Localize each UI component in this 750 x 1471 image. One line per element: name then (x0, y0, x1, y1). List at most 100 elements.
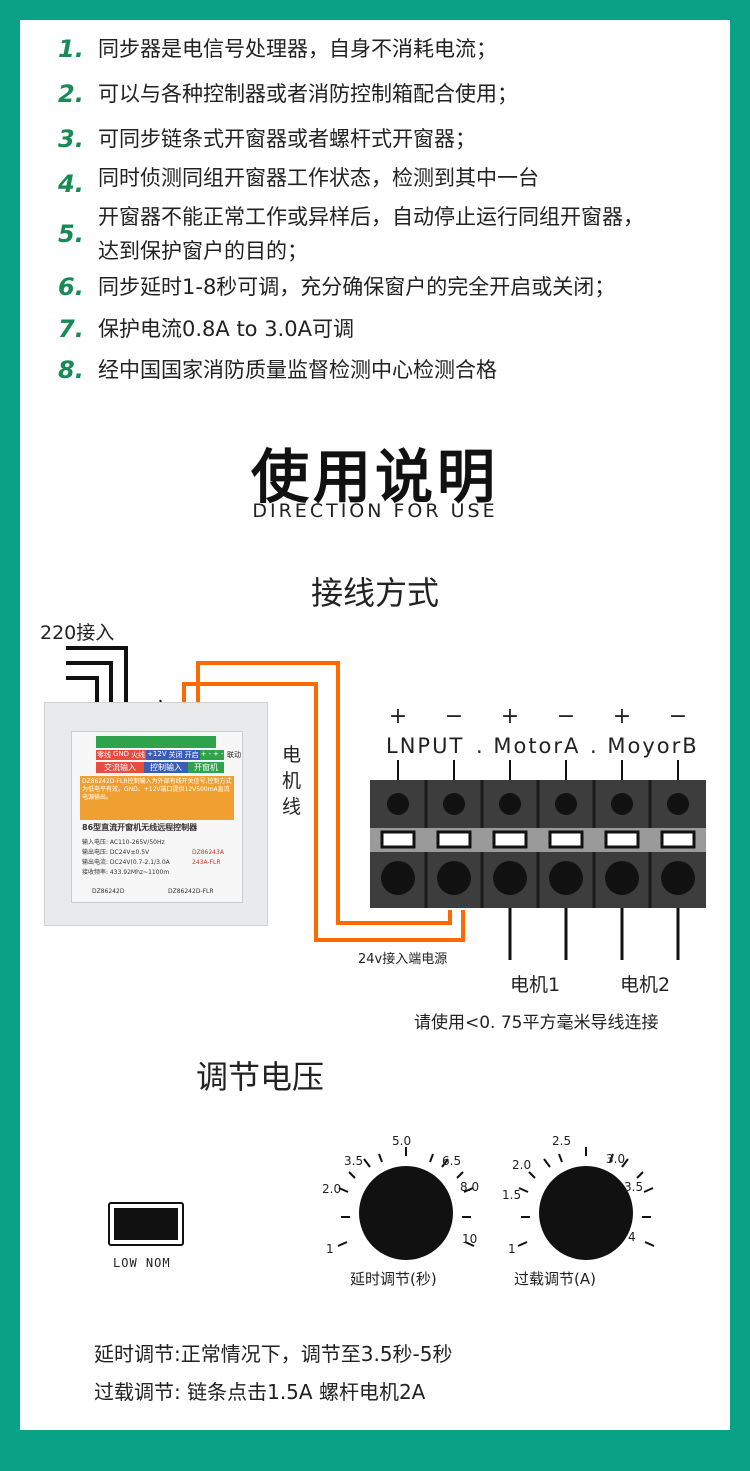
motor1-label: 电机1 (510, 974, 561, 996)
dip-switch-slot (114, 1208, 178, 1240)
wiring-section-title: 接线方式 (310, 574, 439, 612)
terminal-labels: 零线 GND 火线 +12V 关闭 开启 + - + - (96, 750, 225, 760)
polarity-sign: + (388, 704, 408, 729)
knob1-tick: 1 (326, 1242, 334, 1256)
knob2-tick: 4 (628, 1230, 636, 1244)
knob2-tick: 1 (508, 1242, 516, 1256)
knob1-tick: 6.5 (442, 1154, 462, 1168)
label-neutral: 零线 (96, 750, 112, 760)
feature-number: 1. (58, 35, 84, 63)
feature-item: 7. 保护电流0.8A to 3.0A可调 (58, 312, 354, 346)
dip-switch-labels: LOW NOM (113, 1256, 171, 1270)
feature-item: 3. 可同步链条式开窗器或者螺杆式开窗器； (58, 122, 476, 156)
feature-text: 达到保护窗户的目的； (98, 239, 308, 263)
adjust-section-title: 调节电压 (195, 1058, 324, 1096)
label-minus: - (219, 750, 225, 760)
terminal-header-lines (397, 760, 679, 780)
motor-wires (182, 661, 465, 942)
device-description: DZ86242D-FLR控制输入为外部有线开关信号,控制方式为低电平有效。GND… (80, 776, 234, 820)
feature-item: 2. 可以与各种控制器或者消防控制箱配合使用； (58, 77, 518, 111)
controller-device: 零线 GND 火线 +12V 关闭 开启 + - + - 交流输入 控制输入 开… (44, 702, 268, 926)
content-panel: 1. 同步器是电信号处理器，自身不消耗电流； 2. 可以与各种控制器或者消防控制… (20, 20, 730, 1430)
feature-text: 同步延时1-8秒可调，充分确保窗户的完全开启或关闭； (98, 275, 616, 299)
delay-note: 延时调节:正常情况下，调节至3.5秒-5秒 (94, 1342, 453, 1366)
terminal-screws (380, 793, 696, 895)
knob-dials (337, 1147, 655, 1260)
bottom-code-right: DZ86242D-FLR (168, 888, 214, 895)
motor-wire-label: 电 机 线 (282, 742, 304, 820)
knob-overload (517, 1147, 655, 1260)
feature-item: 8. 经中国国家消防质量监督检测中心检测合格 (58, 353, 497, 387)
motor-leads (508, 908, 680, 960)
knob2-label: 过载调节(A) (514, 1270, 596, 1288)
spec-line: 输出电流: DC24V(0.7-2.1/3.0A (82, 859, 170, 866)
page-title: 使用说明 (250, 443, 499, 511)
code-line: DZ86243A (192, 849, 224, 856)
feature-number: 4. (58, 170, 84, 198)
polarity-sign: − (556, 704, 576, 729)
bottom-code-left: DZ86242D (92, 888, 125, 895)
feature-text: 保护电流0.8A to 3.0A可调 (98, 317, 354, 341)
overload-note: 过载调节: 链条点击1.5A 螺杆电机2A (94, 1380, 426, 1404)
feature-number: 7. (58, 315, 84, 343)
knob1-label: 延时调节(秒) (350, 1270, 437, 1288)
knob-delay (337, 1147, 475, 1260)
feature-item: 4. 同时侦测同组开窗器工作状态，检测到其中一台 (58, 166, 539, 198)
dip-switch (108, 1202, 184, 1246)
terminal-label-motor-a: . MotorA (476, 734, 581, 758)
knob1-tick: 8.0 (460, 1180, 480, 1194)
label-plus: + (212, 750, 220, 760)
feature-number: 8. (58, 356, 84, 384)
side-label: 联动 (227, 751, 241, 759)
wiring-diagram (66, 646, 706, 960)
model-title: 86型直流开窗机无线远程控制器 (82, 823, 198, 832)
power-label: 24v接入端电源 (358, 952, 448, 967)
knob2-tick: 3.0 (606, 1152, 626, 1166)
controller-label: 零线 GND 火线 +12V 关闭 开启 + - + - 交流输入 控制输入 开… (71, 731, 243, 903)
label-plus: + (199, 750, 208, 760)
group-ac-input: 交流输入 (96, 762, 144, 773)
knob2-tick: 3.5 (624, 1180, 644, 1194)
terminal-label-motor-b: . MoyorB (590, 734, 699, 758)
code-line: 243A-FLR (192, 859, 221, 866)
terminal-strip (96, 736, 216, 748)
spec-line: 输入电压: AC110-265V/50Hz (82, 839, 165, 846)
feature-number: 3. (58, 125, 84, 153)
polarity-sign: + (500, 704, 520, 729)
label-live: 火线 (130, 750, 147, 760)
feature-item: 5. 开窗器不能正常工作或异样后，自动停止运行同组开窗器， 达到保护窗户的目的； (58, 200, 644, 268)
knob1-tick: 2.0 (322, 1182, 342, 1196)
input-label: 220接入 (40, 622, 115, 644)
feature-number: 2. (58, 80, 84, 108)
feature-text: 开窗器不能正常工作或异样后，自动停止运行同组开窗器， (98, 205, 644, 229)
feature-text: 同时侦测同组开窗器工作状态，检测到其中一台 (98, 166, 539, 190)
polarity-sign: − (668, 704, 688, 729)
polarity-sign: − (444, 704, 464, 729)
label-12v: +12V (146, 750, 168, 760)
knob2-tick: 1.5 (502, 1188, 522, 1202)
feature-text: 可同步链条式开窗器或者螺杆式开窗器； (98, 127, 476, 151)
motor-wire-char: 电 (282, 744, 302, 766)
motor-wire-char: 线 (282, 796, 302, 818)
page-subtitle: DIRECTION FOR USE (252, 500, 498, 522)
spec-list: 输入电压: AC110-265V/50Hz 输出电压: DC24V±0.5V 输… (82, 838, 170, 878)
label-close: 关闭 (167, 750, 184, 760)
label-minus: - (207, 750, 213, 760)
spec-line: 输出电压: DC24V±0.5V (82, 849, 150, 856)
group-control-input: 控制输入 (144, 762, 188, 773)
feature-number: 5. (58, 220, 84, 248)
feature-text: 可以与各种控制器或者消防控制箱配合使用； (98, 82, 518, 106)
knob2-tick: 2.0 (512, 1158, 532, 1172)
motor2-label: 电机2 (620, 974, 671, 996)
model-codes: DZ86243A 243A-FLR (192, 848, 224, 868)
knob1-tick: 3.5 (344, 1154, 364, 1168)
feature-text: 同步器是电信号处理器，自身不消耗电流； (98, 37, 497, 61)
knob1-tick: 10 (462, 1232, 478, 1246)
label-gnd: GND (112, 750, 131, 760)
feature-number: 6. (58, 273, 84, 301)
group-labels: 交流输入 控制输入 开窗机 (96, 762, 224, 773)
knob1-tick: 5.0 (392, 1134, 412, 1148)
polarity-sign: + (612, 704, 632, 729)
group-window-motor: 开窗机 (188, 762, 224, 773)
wire-note: 请使用<0. 75平方毫米导线连接 (414, 1013, 659, 1033)
